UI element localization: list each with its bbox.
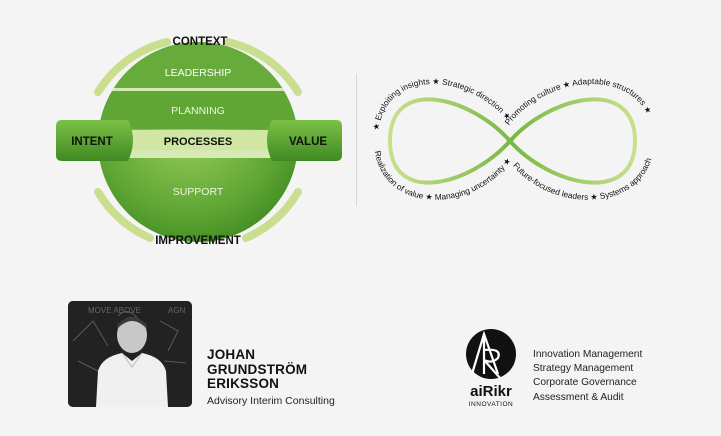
improvement-label: IMPROVEMENT (155, 235, 241, 247)
intent-label: INTENT (71, 136, 113, 148)
service-item: Strategy Management (533, 363, 634, 375)
planning-label: PLANNING (171, 105, 225, 117)
context-arc (94, 38, 171, 96)
divider (356, 74, 357, 206)
processes-label: PROCESSES (164, 136, 232, 148)
processes-band (120, 130, 280, 150)
person-company: Advisory Interim Consulting (207, 395, 335, 407)
management-system-diagram: CONTEXT LEADERSHIP PLANNING PROCESSES IN… (56, 36, 342, 247)
person-photo: MOVE ABOVE AGN (68, 301, 192, 407)
logo-wordmark: aiRikr (470, 383, 512, 400)
infinity-diagram: ★ Exploiting insights ★ Strategic direct… (371, 76, 655, 202)
infinity-bottom-text: Realization of value ★ Managing uncertai… (373, 150, 654, 202)
support-label: SUPPORT (173, 186, 224, 198)
service-item: Corporate Governance (533, 377, 637, 389)
airikr-logo: aiRikr INNOVATION (462, 328, 524, 410)
services-list: Innovation Management Strategy Managemen… (533, 348, 642, 405)
person-name: JOHAN GRUNDSTRÖM ERIKSSON (207, 347, 308, 391)
svg-text:AGN: AGN (168, 306, 186, 315)
improvement-arc (242, 188, 302, 242)
service-item: Innovation Management (533, 349, 643, 360)
leadership-label: LEADERSHIP (165, 67, 232, 79)
svg-text:MOVE ABOVE: MOVE ABOVE (88, 306, 141, 315)
service-item: Assessment & Audit (533, 391, 624, 403)
value-label: VALUE (289, 136, 327, 148)
infinity-loop (387, 97, 638, 185)
logo-sub: INNOVATION (469, 401, 513, 408)
context-label: CONTEXT (173, 36, 228, 48)
